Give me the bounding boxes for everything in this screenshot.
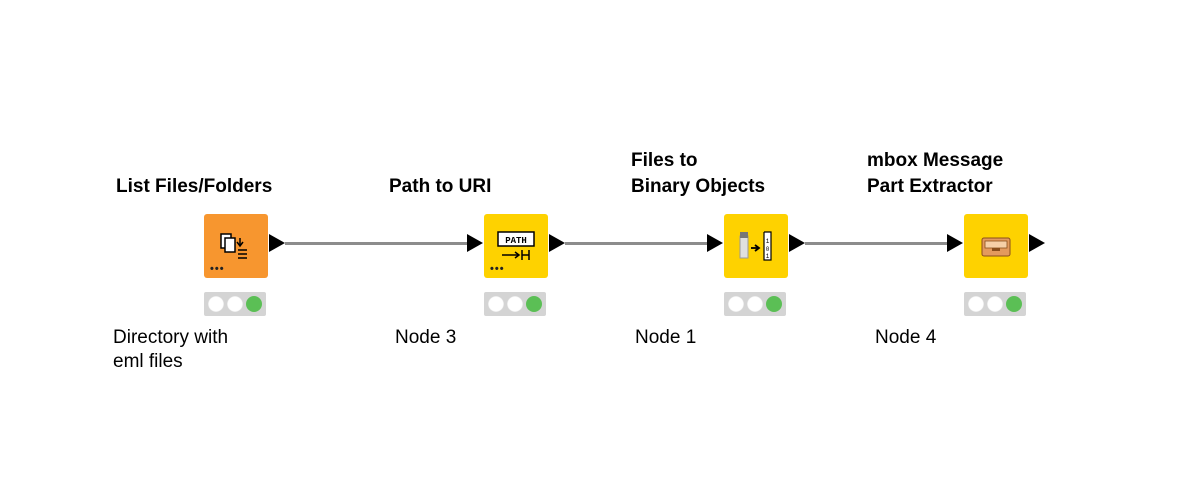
- status-light-yellow-off: [987, 296, 1003, 312]
- svg-text:1: 1: [766, 238, 770, 245]
- status-light-green-on: [1006, 296, 1022, 312]
- node-title-line1: Files to: [631, 150, 698, 171]
- node-icon-box[interactable]: 1 0 1: [724, 214, 788, 278]
- node-title: Path to URI: [389, 176, 492, 197]
- node-label[interactable]: Node 1: [635, 326, 875, 350]
- status-traffic-light: [484, 292, 546, 316]
- status-light-red-off: [728, 296, 744, 312]
- config-dots-icon: •••: [490, 263, 505, 275]
- status-light-yellow-off: [747, 296, 763, 312]
- path-icon-text: PATH: [505, 236, 527, 246]
- node-title: mbox Message Part Extractor: [867, 148, 1107, 200]
- node-title: Files to Binary Objects: [631, 148, 871, 200]
- status-light-red-off: [968, 296, 984, 312]
- node-label-line1: Node 1: [635, 327, 697, 348]
- node-label-line1: Node 4: [875, 327, 937, 348]
- node-icon-box[interactable]: •••: [204, 214, 268, 278]
- node-title-line2: Binary Objects: [631, 176, 766, 197]
- node-title: List Files/Folders: [116, 176, 273, 197]
- node-label-line2: eml files: [113, 351, 183, 372]
- mbox-extractor-icon: [981, 237, 1011, 257]
- status-light-yellow-off: [507, 296, 523, 312]
- status-light-yellow-off: [227, 296, 243, 312]
- node-label[interactable]: Directory with eml files: [113, 326, 353, 374]
- status-light-red-off: [208, 296, 224, 312]
- config-dots-icon: •••: [210, 263, 225, 275]
- connection-1-2[interactable]: [285, 242, 467, 245]
- node-label[interactable]: Node 4: [875, 326, 1115, 350]
- input-port-icon[interactable]: [467, 234, 483, 252]
- status-light-green-on: [526, 296, 542, 312]
- node-title-line1: mbox Message: [867, 150, 1004, 171]
- status-light-green-on: [766, 296, 782, 312]
- output-port-icon[interactable]: [549, 234, 565, 252]
- svg-text:0: 0: [766, 246, 770, 253]
- output-port-icon[interactable]: [269, 234, 285, 252]
- input-port-icon[interactable]: [707, 234, 723, 252]
- status-traffic-light: [964, 292, 1026, 316]
- files-to-binary-icon: 1 0 1: [739, 231, 772, 261]
- input-port-icon[interactable]: [947, 234, 963, 252]
- node-icon-box[interactable]: PATH •••: [484, 214, 548, 278]
- output-port-icon[interactable]: [789, 234, 805, 252]
- output-port-icon[interactable]: [1029, 234, 1045, 252]
- svg-text:1: 1: [766, 253, 770, 260]
- status-light-green-on: [246, 296, 262, 312]
- status-traffic-light: [204, 292, 266, 316]
- status-traffic-light: [724, 292, 786, 316]
- connection-2-3[interactable]: [565, 242, 707, 245]
- connection-3-4[interactable]: [805, 242, 947, 245]
- path-to-uri-icon: PATH: [497, 231, 535, 260]
- node-title-line2: Part Extractor: [867, 176, 993, 197]
- node-icon-box[interactable]: [964, 214, 1028, 278]
- list-files-icon: [220, 233, 247, 259]
- node-label-line1: Node 3: [395, 327, 457, 348]
- node-label-line1: Directory with: [113, 327, 229, 348]
- node-label[interactable]: Node 3: [395, 326, 635, 350]
- status-light-red-off: [488, 296, 504, 312]
